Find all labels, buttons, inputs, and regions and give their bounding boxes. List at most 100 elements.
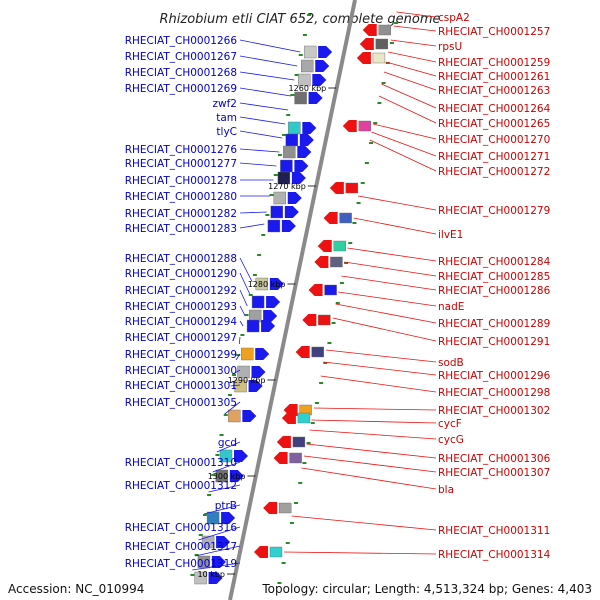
gene-label-right[interactable]: RHECIAT_CH0001265 xyxy=(438,118,550,130)
gene-label-right[interactable]: RHECIAT_CH0001259 xyxy=(438,57,550,69)
forward-gene[interactable] xyxy=(248,309,278,323)
gene-label-left[interactable]: RHECIAT_CH0001317 xyxy=(125,541,237,553)
forward-gene[interactable] xyxy=(194,571,223,585)
forward-gene[interactable] xyxy=(270,205,299,219)
reverse-gene[interactable] xyxy=(329,182,359,194)
reverse-gene[interactable] xyxy=(314,256,343,268)
forward-gene[interactable] xyxy=(197,555,226,569)
gene-label-right[interactable]: RHECIAT_CH0001284 xyxy=(438,256,551,268)
gene-label-right[interactable]: cspA2 xyxy=(438,12,470,24)
reverse-gene[interactable] xyxy=(342,120,371,132)
gene-label-left[interactable]: RHECIAT_CH0001288 xyxy=(125,253,237,265)
forward-gene[interactable] xyxy=(283,145,312,159)
gene-label-right[interactable]: RHECIAT_CH0001302 xyxy=(438,405,550,417)
gene-label-right[interactable]: RHECIAT_CH0001285 xyxy=(438,271,550,283)
gene-label-right[interactable]: nadE xyxy=(438,301,464,313)
reverse-gene[interactable] xyxy=(356,52,386,64)
gene-label-left[interactable]: RHECIAT_CH0001278 xyxy=(125,175,237,187)
gene-label-left[interactable]: RHECIAT_CH0001280 xyxy=(125,191,237,203)
gene-label-left[interactable]: tlyC xyxy=(216,126,237,138)
forward-gene[interactable] xyxy=(277,171,306,185)
gene-label-left[interactable]: ptrB xyxy=(215,500,237,512)
forward-gene[interactable] xyxy=(267,219,296,233)
gene-label-left[interactable]: RHECIAT_CH0001277 xyxy=(125,158,237,170)
gene-label-left[interactable]: RHECIAT_CH0001267 xyxy=(125,51,237,63)
gene-label-left[interactable]: RHECIAT_CH0001319 xyxy=(125,558,237,570)
forward-gene[interactable] xyxy=(215,469,244,483)
gene-label-left[interactable]: RHECIAT_CH0001282 xyxy=(125,208,237,220)
forward-gene[interactable] xyxy=(237,365,266,379)
gene-label-left[interactable]: RHECIAT_CH0001312 xyxy=(125,480,237,492)
gene-label-left[interactable]: RHECIAT_CH0001290 xyxy=(125,268,237,280)
gene-label-left[interactable]: RHECIAT_CH0001283 xyxy=(125,223,237,235)
gene-label-right[interactable]: RHECIAT_CH0001257 xyxy=(438,26,550,38)
forward-gene[interactable] xyxy=(241,347,270,361)
gene-label-left[interactable]: RHECIAT_CH0001292 xyxy=(125,285,237,297)
forward-gene[interactable] xyxy=(219,449,248,463)
gene-label-right[interactable]: RHECIAT_CH0001311 xyxy=(438,525,550,537)
gene-label-right[interactable]: RHECIAT_CH0001298 xyxy=(438,387,550,399)
forward-gene[interactable] xyxy=(294,91,323,105)
gene-label-right[interactable]: RHECIAT_CH0001271 xyxy=(438,151,550,163)
forward-gene[interactable] xyxy=(246,319,276,333)
forward-gene[interactable] xyxy=(298,73,327,87)
reverse-gene[interactable] xyxy=(276,436,306,448)
gene-label-left[interactable]: RHECIAT_CH0001266 xyxy=(125,35,238,47)
gene-label-left[interactable]: zwf2 xyxy=(213,98,237,110)
gene-label-right[interactable]: RHECIAT_CH0001296 xyxy=(438,370,551,382)
gene-label-left[interactable]: RHECIAT_CH0001297 xyxy=(125,332,237,344)
gene-label-left[interactable]: RHECIAT_CH0001294 xyxy=(125,316,238,328)
reverse-gene[interactable] xyxy=(263,502,292,514)
forward-gene[interactable] xyxy=(234,379,263,393)
gene-label-right[interactable]: RHECIAT_CH0001306 xyxy=(438,453,551,465)
gene-label-left[interactable]: tam xyxy=(216,112,237,124)
gene-label-right[interactable]: RHECIAT_CH0001291 xyxy=(438,336,550,348)
forward-gene[interactable] xyxy=(273,191,302,205)
forward-gene[interactable] xyxy=(303,45,333,59)
gene-label-left[interactable]: RHECIAT_CH0001305 xyxy=(125,397,237,409)
gene-label-left[interactable]: RHECIAT_CH0001299 xyxy=(125,349,237,361)
forward-gene[interactable] xyxy=(201,535,231,549)
gene-label-right[interactable]: RHECIAT_CH0001279 xyxy=(438,205,550,217)
reverse-gene[interactable] xyxy=(323,212,352,224)
gene-label-right[interactable]: RHECIAT_CH0001307 xyxy=(438,467,550,479)
reverse-gene[interactable] xyxy=(359,38,389,50)
gene-label-left[interactable]: RHECIAT_CH0001316 xyxy=(125,522,238,534)
gene-label-right[interactable]: RHECIAT_CH0001264 xyxy=(438,103,551,115)
reverse-gene[interactable] xyxy=(317,240,346,252)
gene-label-right[interactable]: bla xyxy=(438,484,454,496)
reverse-gene[interactable] xyxy=(362,24,391,36)
forward-gene[interactable] xyxy=(280,159,309,173)
forward-gene[interactable] xyxy=(301,59,330,73)
gene-label-right[interactable]: RHECIAT_CH0001314 xyxy=(438,549,551,561)
gene-label-right[interactable]: RHECIAT_CH0001261 xyxy=(438,71,550,83)
gene-label-right[interactable]: RHECIAT_CH0001263 xyxy=(438,85,550,97)
forward-gene[interactable] xyxy=(255,277,284,291)
gene-label-right[interactable]: rpsU xyxy=(438,41,462,53)
gene-label-right[interactable]: RHECIAT_CH0001270 xyxy=(438,134,550,146)
gene-label-right[interactable]: RHECIAT_CH0001286 xyxy=(438,285,551,297)
forward-gene[interactable] xyxy=(228,409,257,423)
reverse-gene[interactable] xyxy=(281,412,311,424)
gene-label-left[interactable]: RHECIAT_CH0001268 xyxy=(125,67,237,79)
forward-gene[interactable] xyxy=(251,295,281,309)
forward-gene[interactable] xyxy=(285,133,314,147)
forward-gene[interactable] xyxy=(288,121,317,135)
gene-label-right[interactable]: RHECIAT_CH0001289 xyxy=(438,318,550,330)
gene-label-left[interactable]: RHECIAT_CH0001293 xyxy=(125,301,237,313)
reverse-gene[interactable] xyxy=(273,452,302,464)
gene-label-right[interactable]: cycG xyxy=(438,434,464,446)
gene-label-right[interactable]: RHECIAT_CH0001272 xyxy=(438,166,550,178)
gene-label-left[interactable]: RHECIAT_CH0001300 xyxy=(125,365,237,377)
gene-label-right[interactable]: ilvE1 xyxy=(438,229,463,241)
gene-label-right[interactable]: cycF xyxy=(438,418,462,430)
gene-label-left[interactable]: gcd xyxy=(218,437,237,449)
gene-label-left[interactable]: RHECIAT_CH0001310 xyxy=(125,457,237,469)
gene-label-right[interactable]: sodB xyxy=(438,357,464,369)
reverse-gene[interactable] xyxy=(254,546,283,558)
reverse-gene[interactable] xyxy=(308,284,337,296)
gene-label-left[interactable]: RHECIAT_CH0001269 xyxy=(125,83,237,95)
reverse-gene[interactable] xyxy=(302,314,331,326)
gene-label-left[interactable]: RHECIAT_CH0001301 xyxy=(125,380,237,392)
gene-label-left[interactable]: RHECIAT_CH0001276 xyxy=(125,144,238,156)
